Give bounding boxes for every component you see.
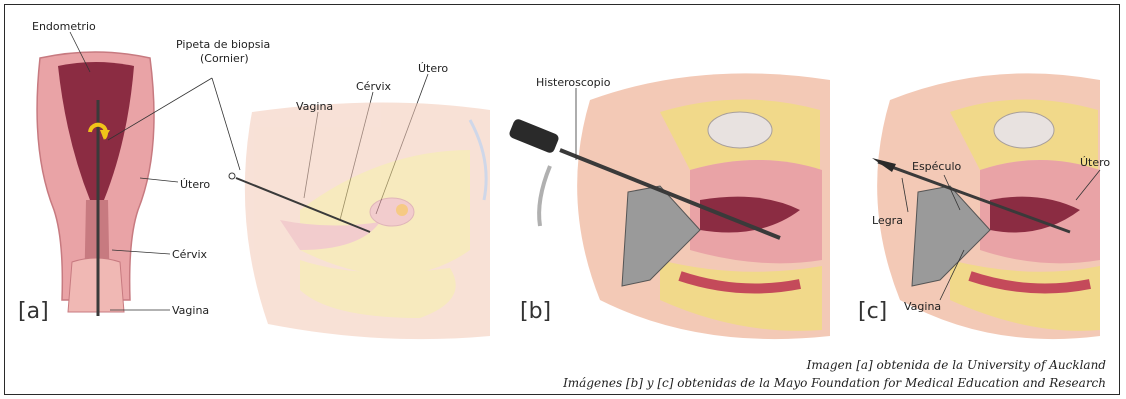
panel-tag-c: [c] <box>858 300 887 324</box>
label-side-utero: Útero <box>418 62 448 75</box>
panel-a-uterus-illustration <box>37 52 154 316</box>
label-legra: Legra <box>872 214 903 227</box>
panel-tag-b: [b] <box>520 300 551 324</box>
label-pipeta-line2: (Cornier) <box>200 52 249 65</box>
label-side-vagina: Vagina <box>296 100 333 113</box>
panel-tag-a: [a] <box>18 300 49 324</box>
vagina-tube <box>68 258 124 312</box>
panel-b-illustration <box>508 73 830 339</box>
label-vagina-a: Vagina <box>172 304 209 317</box>
label-cervix-a: Cérvix <box>172 248 207 261</box>
label-endometrio: Endometrio <box>32 20 96 33</box>
credit-line-2: Imágenes [b] y [c] obtenidas de la Mayo … <box>563 376 1106 390</box>
label-side-cervix: Cérvix <box>356 80 391 93</box>
panel-a-sagittal-illustration <box>245 102 490 339</box>
credit-line-1: Imagen [a] obtenida de la University of … <box>807 358 1106 372</box>
label-pipeta-line1: Pipeta de biopsia <box>176 38 270 51</box>
label-utero-a: Útero <box>180 178 210 191</box>
label-vagina-c: Vagina <box>904 300 941 313</box>
label-especulo: Espéculo <box>912 160 961 173</box>
label-histeroscopio: Histeroscopio <box>536 76 610 89</box>
label-utero-c: Útero <box>1080 156 1110 169</box>
